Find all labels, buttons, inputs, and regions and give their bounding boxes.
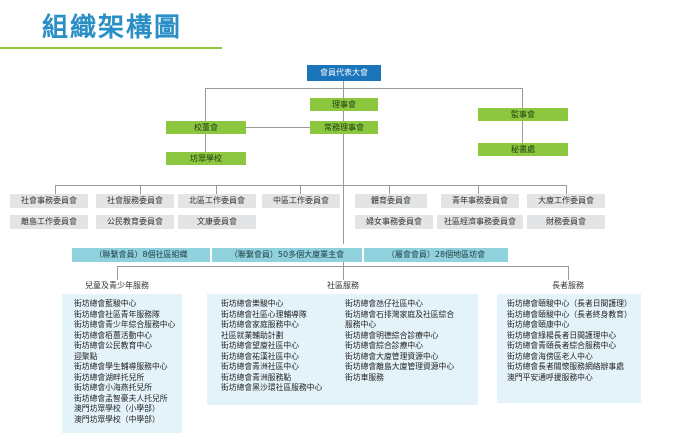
list-item: 迎聚點: [74, 351, 98, 361]
committee-box: 文康委員會: [178, 215, 256, 229]
member-box: （屬會會員）28個地區坊會: [364, 248, 508, 262]
connector-assembly-down: [343, 81, 344, 244]
connector-tick-2: [140, 185, 141, 194]
secretariat-box: 秘書處: [478, 143, 568, 156]
connector-tick-5: [389, 185, 390, 194]
standing-committee-box: 常務理事會: [310, 121, 378, 134]
elderly-services-label: 長者服務: [523, 280, 613, 292]
list-item: 街坊總會頤駿中心（長者日間護理）: [507, 299, 632, 308]
list-item: 街坊總會綜合診療中心: [345, 341, 423, 350]
committee-box: 離島工作委員會: [10, 215, 88, 229]
committee-box: 大廈工作委員會: [527, 194, 605, 208]
list-item: 服務中心: [345, 320, 377, 329]
connector-auditors-standing: [246, 127, 310, 128]
list-item: 街坊總會綠楊長者日間護理中心: [507, 330, 617, 340]
supervisory-board-box: 監事會: [478, 108, 568, 121]
list-item: 街坊總會學生輔導服務中心: [74, 362, 168, 371]
community-services-list: 街坊總會樂駿中心 街坊總會社區心理輔導隊 街坊總會家庭服務中心 社區就業輔助計劃…: [207, 294, 478, 405]
list-item: 街坊總會祐漢社區中心: [221, 351, 299, 361]
committee-box: 社會事務委員會: [10, 194, 88, 208]
list-item: 街坊總會青頤長者綜合服務中心: [507, 341, 617, 350]
list-item: 街坊總會社區青年服務隊: [74, 309, 160, 319]
connector-youth-down: [117, 266, 118, 280]
committee-box: 社會服務委員會: [96, 194, 174, 208]
connector-tick-7: [566, 185, 567, 194]
list-item: 街坊總會青少年綜合服務中心: [74, 320, 176, 329]
list-item: 街坊總會離島大廈管理資源中心: [345, 362, 455, 371]
list-item: 街坊總會大廈管理資源中心: [345, 351, 439, 361]
member-box: （聯繫會員）50多個大廈業主會: [212, 248, 362, 262]
list-item: 街坊車服務: [345, 372, 384, 382]
list-item: 街坊總會孟智豪夫人托兒所: [74, 393, 168, 403]
list-item: 澳門坊眾學校（小學部）: [74, 404, 160, 413]
list-item: 街坊總會海傍區老人中心: [507, 351, 593, 361]
connector-tick-3: [216, 185, 217, 194]
list-item: 街坊總會頤康中心: [507, 320, 570, 329]
list-item: 街坊總會栢蕙活動中心: [74, 330, 152, 340]
elderly-services-list: 街坊總會頤駿中心（長者日間護理） 街坊總會頤駿中心（長者終身教育） 街坊總會頤康…: [497, 294, 641, 403]
connector-tick-1: [55, 185, 56, 194]
connector-tick-4: [300, 185, 301, 194]
connector-committees-bus: [55, 185, 567, 186]
community-services-label: 社區服務: [298, 280, 388, 292]
connector-elderly-down: [568, 266, 569, 280]
connector-community-down: [343, 262, 344, 280]
committee-box: 體育委員會: [355, 194, 427, 208]
community-column-1: 街坊總會樂駿中心 街坊總會社區心理輔導隊 街坊總會家庭服務中心 社區就業輔助計劃…: [221, 299, 322, 394]
list-item: 澳門坊眾學校（中學部）: [74, 414, 160, 424]
board-of-directors-box: 理事會: [310, 98, 378, 111]
committee-box: 中區工作委員會: [262, 194, 340, 208]
youth-services-list: 街坊總會藍駿中心 街坊總會社區青年服務隊 街坊總會青少年綜合服務中心 街坊總會栢…: [62, 294, 182, 433]
page-title: 組織架構圖: [42, 13, 183, 43]
list-item: 街坊總會頤駿中心（長者終身教育）: [507, 309, 632, 319]
list-item: 街坊總會望廈社區中心: [221, 341, 299, 350]
list-item: 街坊總會明德綜合診療中心: [345, 330, 439, 340]
list-item: 街坊總會小海燕托兒所: [74, 383, 152, 392]
list-item: 街坊總會湖畔托兒所: [74, 372, 145, 382]
member-box: （聯繫會員）8個社區組織: [72, 248, 210, 262]
committee-box: 社區經濟事務委員會: [437, 215, 523, 229]
list-item: 社區就業輔助計劃: [221, 330, 284, 340]
general-assembly-box: 會員代表大會: [307, 65, 381, 81]
connector-upper-horizontal: [205, 88, 523, 89]
committee-box: 財務委員會: [527, 215, 605, 229]
committee-box: 公民教育委員會: [96, 215, 174, 229]
list-item: 街坊總會樂駿中心: [221, 299, 284, 308]
committee-box: 青年事務委員會: [441, 194, 519, 208]
list-item: 街坊總會社區心理輔導隊: [221, 309, 307, 319]
list-item: 街坊總會公民教育中心: [74, 341, 152, 350]
list-item: 街坊總會家庭服務中心: [221, 320, 299, 329]
youth-services-label: 兒童及青少年服務: [72, 280, 162, 292]
committee-box: 北區工作委員會: [178, 194, 256, 208]
list-item: 街坊總會青洲社區中心: [221, 362, 299, 371]
title-underline: [0, 47, 222, 49]
list-item: 街坊總會長者關懷服務網絡辦事處: [507, 362, 624, 371]
list-item: 街坊總會黑沙環社區服務中心: [221, 383, 323, 392]
list-item: 街坊總會石排灣家庭及社區綜合: [345, 309, 455, 319]
committee-box: 婦女事務委員會: [355, 215, 433, 229]
list-item: 街坊總會氹仔社區中心: [345, 299, 423, 308]
connector-tick-6: [478, 185, 479, 194]
community-column-2: 街坊總會氹仔社區中心 街坊總會石排灣家庭及社區綜合 服務中心 街坊總會明德綜合診…: [345, 299, 454, 383]
school-box: 坊眾學校: [166, 152, 246, 165]
school-board-box: 校董會: [166, 121, 246, 134]
list-item: 澳門平安通呼援服務中心: [507, 372, 593, 382]
list-item: 街坊總會青洲服務點: [221, 372, 292, 382]
list-item: 街坊總會藍駿中心: [74, 299, 137, 308]
